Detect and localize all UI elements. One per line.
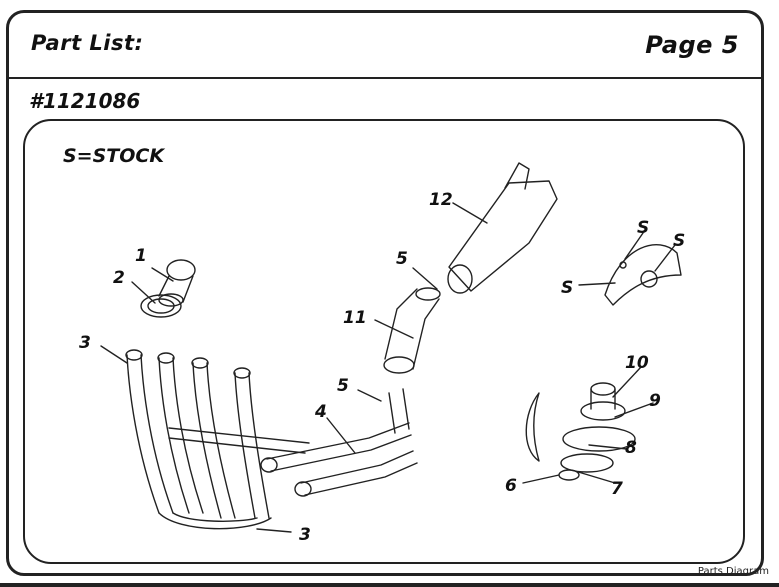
callout-stock-1: S — [637, 218, 649, 238]
diagram-frame: S=STOCK — [23, 119, 745, 564]
callout-3-bottom: 3 — [299, 525, 311, 545]
part-12-muffler — [447, 162, 558, 294]
page-number: Page 5 — [645, 31, 739, 59]
callout-11: 11 — [343, 308, 367, 328]
part-number: #1121086 — [29, 89, 141, 113]
stock-bracket — [604, 244, 682, 306]
callout-5-mid: 5 — [337, 376, 349, 396]
callout-stock-3: S — [561, 278, 573, 298]
callout-9: 9 — [649, 391, 661, 411]
callout-stock-2: S — [673, 231, 685, 251]
callout-5-top: 5 — [396, 249, 408, 269]
hanger-assembly — [525, 382, 636, 481]
page-title: Part List: — [31, 31, 144, 55]
part-1-sleeve — [158, 259, 196, 307]
callout-7: 7 — [611, 479, 623, 499]
callout-2: 2 — [113, 268, 125, 288]
diagram-caption: Parts Diagram — [697, 566, 769, 577]
callout-10: 10 — [625, 353, 649, 373]
callout-12: 12 — [429, 190, 453, 210]
callout-3-top: 3 — [79, 333, 91, 353]
callout-4: 4 — [314, 402, 327, 422]
part-list-sheet: Part List: Page 5 #1121086 S=STOCK — [6, 10, 764, 576]
leader-lines — [100, 202, 676, 533]
part-11-link-pipe — [383, 287, 441, 374]
callout-6: 6 — [505, 476, 517, 496]
stock-legend: S=STOCK — [63, 145, 165, 167]
page-header: Part List: Page 5 — [9, 13, 761, 79]
part-2-gasket — [140, 294, 182, 318]
exhaust-parts-diagram: 1 2 3 3 4 5 5 6 7 8 9 10 11 12 S S S — [79, 162, 685, 545]
callout-8: 8 — [625, 438, 637, 458]
callout-1: 1 — [135, 246, 147, 266]
bottom-rule — [0, 583, 779, 587]
header-pipes — [125, 349, 310, 530]
part-4-midpipe — [260, 388, 418, 497]
